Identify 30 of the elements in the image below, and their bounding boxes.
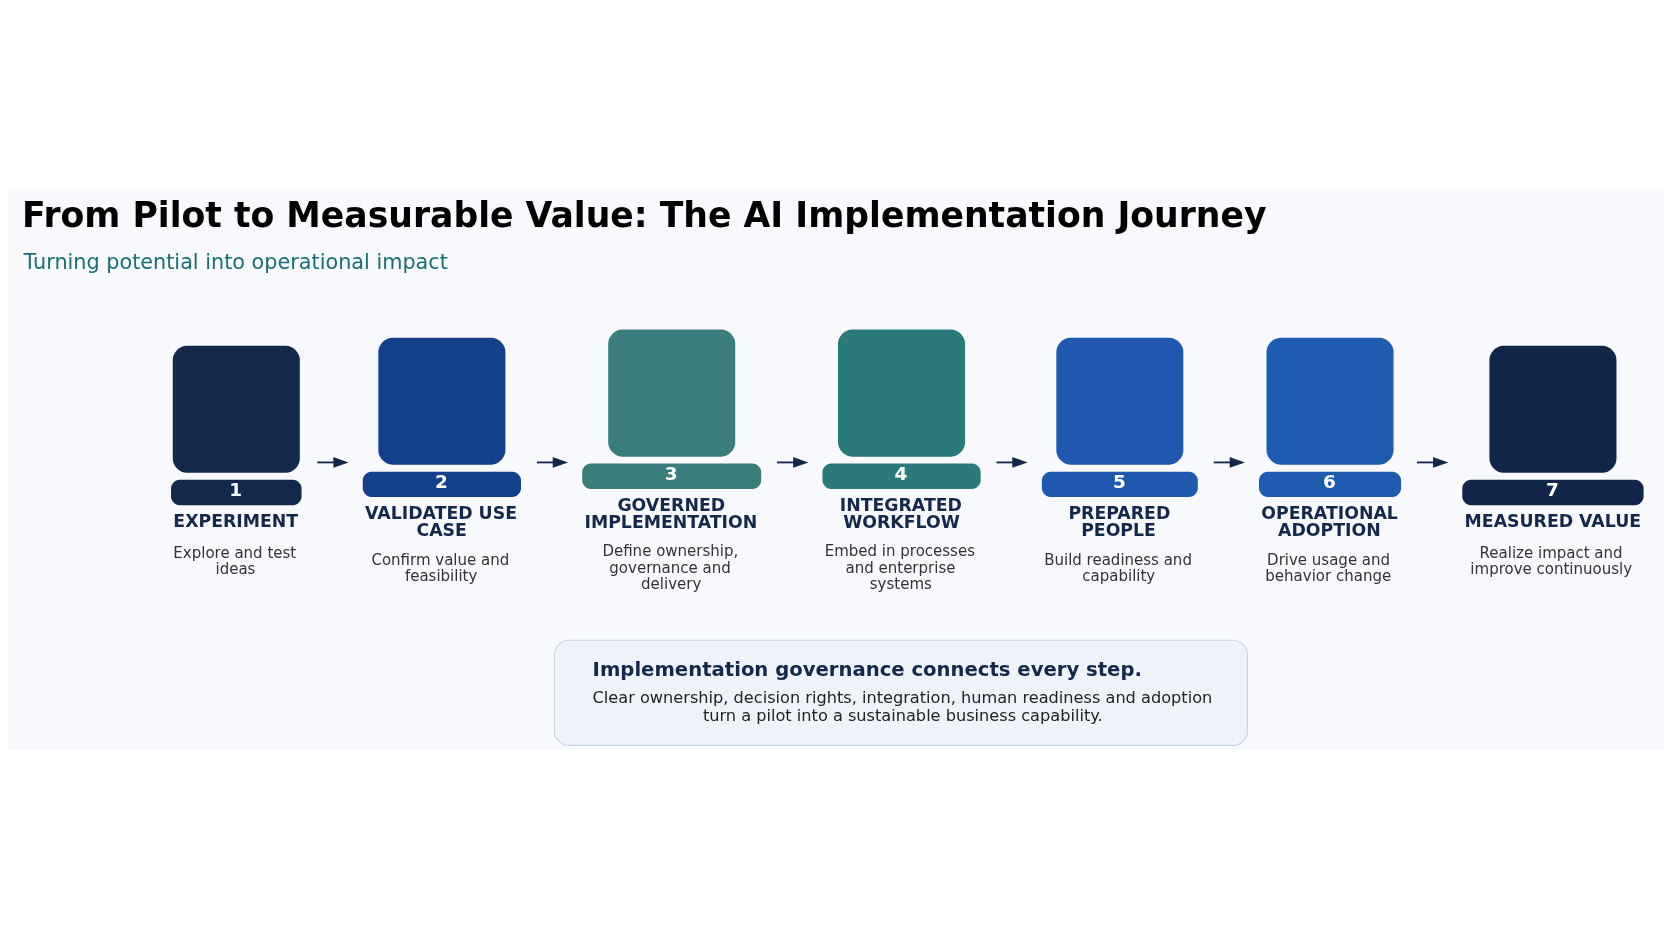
node-label: VALIDATED USE CASE <box>365 503 517 541</box>
node-box: Implementation governance connects every step. Clear ownership, decision rights, integration, human readiness and adoption turn a pilot into a sustainable business capability. <box>553 639 1249 746</box>
node-label: 5 <box>1112 470 1126 492</box>
node-label: Confirm value and feasibility <box>371 550 510 585</box>
node-label: 2 <box>434 470 448 492</box>
node-label: Embed in processes and enterprise systems <box>824 542 975 593</box>
node-label: 3 <box>664 462 678 484</box>
node-label: MEASURED VALUE <box>1464 511 1642 532</box>
node-label: Realize impact and improve continuously <box>1470 543 1633 578</box>
node-label: Build readiness and capability <box>1044 550 1192 585</box>
arrow <box>1212 457 1245 468</box>
arrow <box>1416 457 1449 468</box>
node-label: Drive usage and behavior change <box>1265 550 1392 585</box>
label: Turning potential into operational impact <box>23 249 448 274</box>
arrow <box>536 457 568 468</box>
node-label: PREPARED PEOPLE <box>1068 503 1171 541</box>
diagram-title: From Pilot to Measurable Value: The AI Implementation Journey <box>22 194 1267 235</box>
node-label: EXPERIMENT <box>173 511 299 532</box>
node-label: GOVERNED IMPLEMENTATION <box>584 494 758 533</box>
node-label: INTEGRATED WORKFLOW <box>839 494 962 533</box>
node-label: OPERATIONAL ADOPTION <box>1261 503 1398 541</box>
arrow <box>776 457 809 468</box>
arrow <box>995 457 1028 468</box>
node-label: 1 <box>229 478 243 500</box>
node-label: 6 <box>1323 470 1336 492</box>
arrow <box>316 457 349 468</box>
node-label: 4 <box>894 462 908 484</box>
node-label: 7 <box>1546 478 1559 500</box>
node-label: Explore and test ideas <box>173 543 297 578</box>
node-label: Define ownership, governance and delivery <box>602 542 739 593</box>
